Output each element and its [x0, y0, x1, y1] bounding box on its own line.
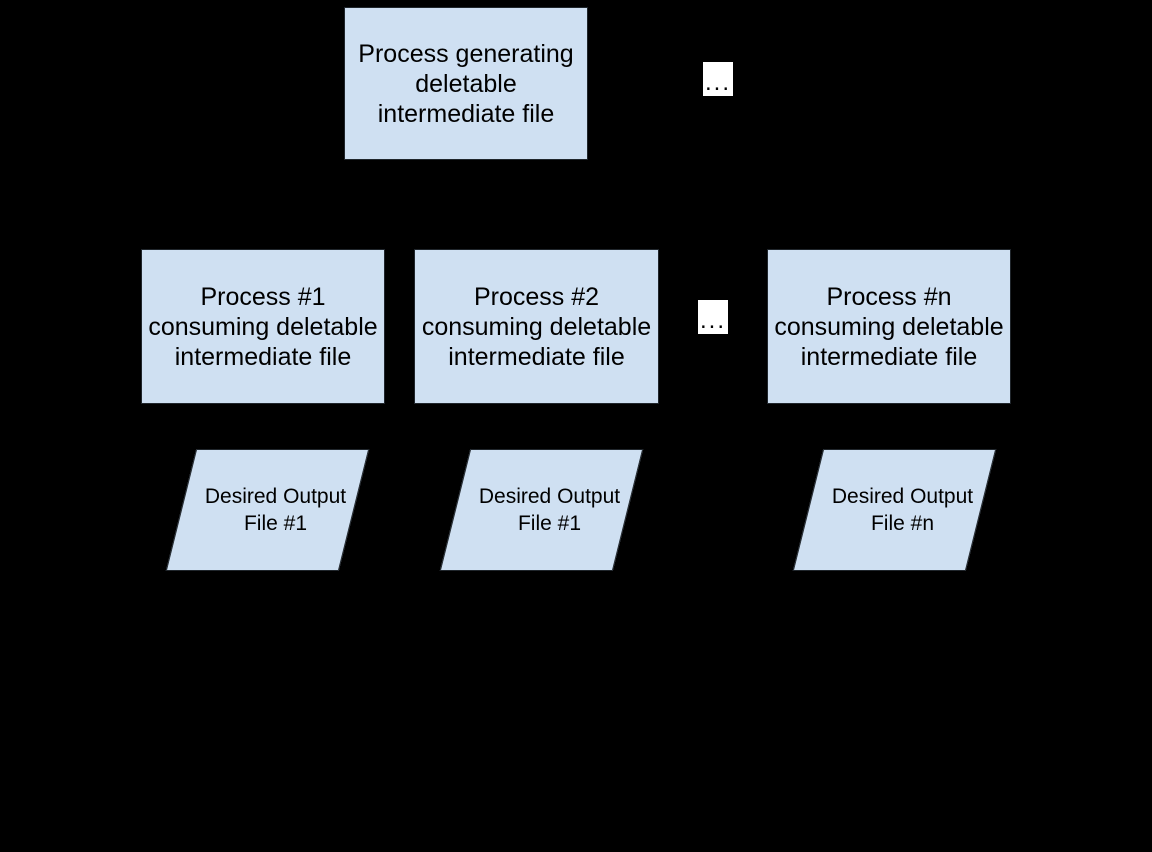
output-node-1-label: Desired Output File #1 — [204, 484, 347, 535]
output-node-2[interactable]: Desired Output File #1 — [439, 449, 644, 571]
process-node-consumer-1-label: Process #1 consuming deletable intermedi… — [148, 282, 378, 371]
output-node-n-label: Desired Output File #n — [831, 484, 974, 535]
process-node-consumer-2-label: Process #2 consuming deletable intermedi… — [421, 282, 652, 371]
ellipsis-top-label: ... — [704, 69, 731, 96]
process-node-generator-label: Process generating deletable intermediat… — [358, 39, 574, 128]
process-node-consumer-n-label: Process #n consuming deletable intermedi… — [774, 282, 1004, 371]
process-node-consumer-1[interactable]: Process #1 consuming deletable intermedi… — [141, 249, 385, 404]
output-node-1[interactable]: Desired Output File #1 — [165, 449, 370, 571]
ellipsis-chip-middle: ... — [698, 300, 728, 334]
process-node-consumer-n[interactable]: Process #n consuming deletable intermedi… — [767, 249, 1011, 404]
output-node-n[interactable]: Desired Output File #n — [792, 449, 997, 571]
ellipsis-middle-label: ... — [699, 307, 726, 334]
ellipsis-chip-top: ... — [703, 62, 733, 96]
process-node-generator[interactable]: Process generating deletable intermediat… — [344, 7, 588, 160]
output-node-2-label: Desired Output File #1 — [478, 484, 621, 535]
process-node-consumer-2[interactable]: Process #2 consuming deletable intermedi… — [414, 249, 659, 404]
